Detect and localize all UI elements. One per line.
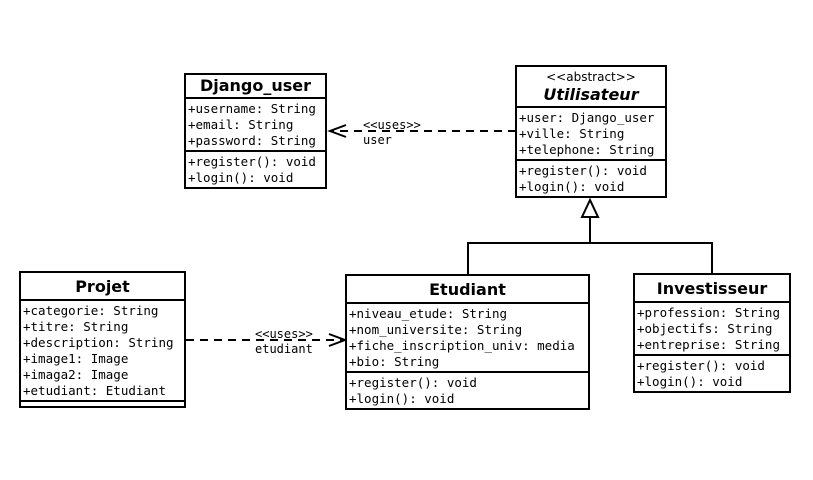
class-header: Django_user [186, 75, 325, 99]
generalization-edge [467, 242, 713, 274]
operation: +register(): void [637, 358, 765, 373]
uses-stereotype-label-user: <<uses>> [363, 118, 421, 132]
attribute: +profession: String [637, 305, 780, 320]
operations-compartment: +register(): void +login(): void [347, 373, 588, 408]
operation: +login(): void [519, 179, 625, 194]
attribute: +categorie: String [23, 303, 159, 318]
role-label-etudiant: etudiant [255, 342, 313, 356]
attributes-compartment: +niveau_etude: String +nom_universite: S… [347, 304, 588, 373]
operation: +register(): void [188, 154, 316, 169]
attribute: +ville: String [519, 126, 625, 141]
uses-stereotype-label-etudiant: <<uses>> [255, 327, 313, 341]
attribute: +email: String [188, 117, 294, 132]
attributes-compartment: +profession: String +objectifs: String +… [635, 303, 789, 356]
attribute: +description: String [23, 335, 174, 350]
attribute: +password: String [188, 133, 316, 148]
operation: +register(): void [349, 375, 477, 390]
uses-edge-user-arrowhead [327, 124, 347, 138]
class-name: Utilisateur [543, 85, 639, 104]
operation: +login(): void [637, 374, 743, 389]
attributes-compartment: +user: Django_user +ville: String +telep… [517, 108, 665, 161]
attribute: +bio: String [349, 354, 440, 369]
operation: +login(): void [349, 391, 455, 406]
class-name: Django_user [199, 76, 312, 95]
attributes-compartment: +categorie: String +titre: String +descr… [21, 301, 184, 402]
attribute: +objectifs: String [637, 321, 773, 336]
attribute: +user: Django_user [519, 110, 655, 125]
operations-compartment: +register(): void +login(): void [635, 356, 789, 391]
class-investisseur: Investisseur +profession: String +object… [633, 273, 791, 393]
class-header: Investisseur [635, 275, 789, 303]
class-header: Projet [21, 273, 184, 301]
class-django-user: Django_user +username: String +email: St… [184, 73, 327, 189]
operations-compartment: +register(): void +login(): void [517, 161, 665, 196]
attribute: +imaga2: Image [23, 367, 129, 382]
generalization-triangle-icon [580, 197, 600, 218]
attribute: +etudiant: Etudiant [23, 383, 166, 398]
attribute: +telephone: String [519, 142, 655, 157]
attribute: +niveau_etude: String [349, 306, 508, 321]
attributes-compartment: +username: String +email: String +passwo… [186, 99, 325, 152]
attribute: +image1: Image [23, 351, 129, 366]
operations-compartment [21, 402, 184, 406]
class-projet: Projet +categorie: String +titre: String… [19, 271, 186, 408]
attribute: +username: String [188, 101, 316, 116]
class-utilisateur: <<abstract>> Utilisateur +user: Django_u… [515, 65, 667, 198]
class-name: Projet [75, 277, 130, 296]
role-label-user: user [363, 133, 392, 147]
operation: +register(): void [519, 163, 647, 178]
attribute: +titre: String [23, 319, 129, 334]
attribute: +entreprise: String [637, 337, 780, 352]
operations-compartment: +register(): void +login(): void [186, 152, 325, 187]
class-header: Etudiant [347, 276, 588, 304]
class-name: Investisseur [656, 279, 768, 298]
class-etudiant: Etudiant +niveau_etude: String +nom_univ… [345, 274, 590, 410]
class-header: <<abstract>> Utilisateur [517, 67, 665, 108]
attribute: +fiche_inscription_univ: media [349, 338, 575, 353]
operation: +login(): void [188, 170, 294, 185]
class-stereotype: <<abstract>> [546, 70, 636, 84]
class-name: Etudiant [429, 280, 506, 299]
attribute: +nom_universite: String [349, 322, 523, 337]
